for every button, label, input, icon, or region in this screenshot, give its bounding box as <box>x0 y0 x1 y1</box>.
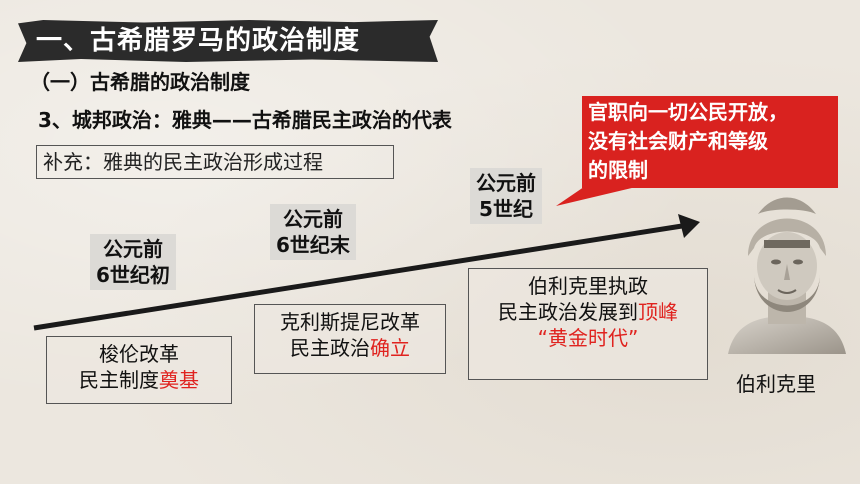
event-cleisthenes-reform: 克利斯提尼改革 民主政治确立 <box>254 304 446 374</box>
period-label-3: 公元前 5世纪 <box>470 168 542 224</box>
event-solon-reform: 梭伦改革 民主制度奠基 <box>46 336 232 404</box>
point-heading: 3、城邦政治：雅典——古希腊民主政治的代表 <box>38 108 452 132</box>
portrait-caption: 伯利克里 <box>736 372 816 396</box>
period-1-line1: 公元前 <box>102 237 163 261</box>
event-1-highlight: 奠基 <box>159 368 199 392</box>
arrow-shaft <box>33 223 683 331</box>
event-3-detail: 民主政治发展到顶峰 <box>469 299 707 325</box>
callout-line-3: 的限制 <box>588 158 648 182</box>
callout-line-1: 官职向一切公民开放， <box>588 100 788 124</box>
title-banner <box>18 20 438 62</box>
period-2-line1: 公元前 <box>282 207 343 231</box>
period-2-line2: 6世纪末 <box>276 233 350 257</box>
callout-line-2: 没有社会财产和等级 <box>588 129 768 153</box>
pericles-bust-image <box>728 197 846 354</box>
period-label-1: 公元前 6世纪初 <box>90 234 176 290</box>
event-1-detail-text: 民主制度 <box>79 368 159 392</box>
event-3-detail-text: 民主政治发展到 <box>498 300 638 324</box>
supplement-box: 补充：雅典的民主政治形成过程 <box>36 145 394 179</box>
event-3-golden-age: “黄金时代” <box>537 326 639 350</box>
page-title: 一、古希腊罗马的政治制度 <box>36 26 361 56</box>
period-1-line2: 6世纪初 <box>96 263 170 287</box>
event-1-title: 梭伦改革 <box>99 342 179 366</box>
arrow-head <box>678 214 700 238</box>
event-2-detail-text: 民主政治 <box>290 336 370 360</box>
event-3-title: 伯利克里执政 <box>528 274 648 298</box>
period-3-line2: 5世纪 <box>479 197 533 221</box>
event-pericles-rule: 伯利克里执政 民主政治发展到顶峰 “黄金时代” <box>468 268 708 380</box>
period-label-2: 公元前 6世纪末 <box>270 204 356 260</box>
event-2-highlight: 确立 <box>370 336 410 360</box>
event-3-highlight: 顶峰 <box>638 300 678 324</box>
period-3-line1: 公元前 <box>476 171 536 195</box>
event-2-title: 克利斯提尼改革 <box>280 310 420 334</box>
section-subtitle: （一）古希腊的政治制度 <box>30 70 250 94</box>
event-1-detail: 民主制度奠基 <box>47 367 231 393</box>
event-2-detail: 民主政治确立 <box>255 335 445 361</box>
callout-box: 官职向一切公民开放， 没有社会财产和等级 的限制 <box>582 96 838 188</box>
